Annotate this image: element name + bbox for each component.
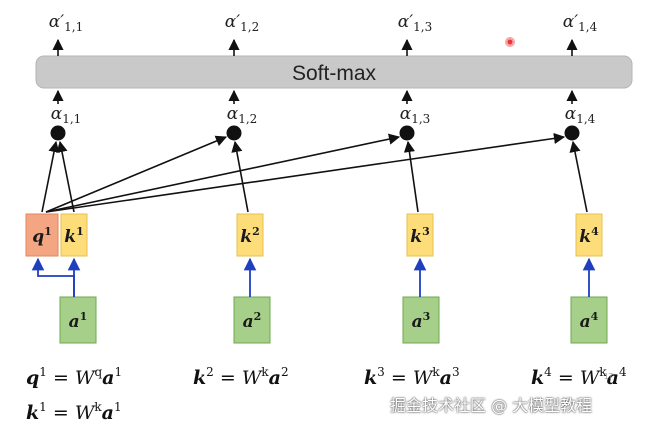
input-box-label-4: a4: [580, 310, 599, 332]
page-number: 17: [604, 372, 613, 381]
equation-k3: k3 = Wka3: [364, 365, 460, 389]
k4-to-alpha14-line: [569, 140, 588, 213]
dot-product-node-4: [564, 125, 580, 141]
key-box-k3: [406, 213, 434, 257]
key-box-k1: [60, 213, 88, 257]
input-box-a4: [570, 296, 608, 344]
key-box-label-3: k3: [410, 225, 429, 247]
query-box-q1: [25, 213, 59, 257]
alpha-label-3: α1,3: [400, 104, 431, 126]
key-box-k4: [575, 213, 603, 257]
input-box-a3: [402, 296, 440, 344]
alpha-prime-label-1: α′1,1: [49, 12, 83, 34]
softmax-bar: [35, 55, 633, 89]
input-box-label-1: a1: [69, 310, 88, 332]
alpha-label-4: α1,4: [565, 104, 596, 126]
alpha-label-2: α1,2: [227, 104, 258, 126]
k1-to-alpha11-line: [56, 140, 75, 213]
q1-to-alpha12-line: [45, 135, 228, 213]
input-box-label-3: a3: [412, 310, 431, 332]
alpha-prime-label-3: α′1,3: [398, 12, 432, 34]
a1-to-q1-arrow: [31, 257, 75, 297]
alpha-prime-label-2: α′1,2: [225, 12, 259, 34]
watermark: 掘金技术社区 @ 大模型教程: [390, 396, 593, 415]
k3-to-alpha13-line: [403, 140, 419, 213]
query-box-label: q1: [32, 225, 52, 247]
key-box-k2: [236, 213, 264, 257]
dot-product-node-3: [399, 125, 415, 141]
q1-to-alpha13-line: [45, 133, 401, 213]
key-box-label-1: k1: [64, 225, 83, 247]
key-box-label-4: k4: [579, 225, 599, 247]
q1-to-alpha14-line: [45, 132, 566, 213]
equation-k4: k4 = Wka4: [531, 365, 627, 389]
alpha-prime-label-4: α′1,4: [563, 12, 598, 34]
softmax-label: Soft-max: [292, 62, 377, 85]
key-box-label-2: k2: [240, 225, 259, 247]
dot-product-node-2: [226, 125, 242, 141]
equation-k1: k1 = Wka1: [26, 400, 122, 424]
alpha-label-1: α1,1: [51, 104, 82, 126]
q1-to-alpha11-line: [41, 140, 60, 213]
input-box-a2: [233, 296, 271, 344]
input-box-label-2: a2: [243, 310, 262, 332]
equation-k2: k2 = Wka2: [193, 365, 289, 389]
equation-q1: q1 = Wqa1: [26, 365, 123, 389]
dot-product-node-1: [50, 125, 66, 141]
input-box-a1: [59, 296, 97, 344]
laser-pointer-core: [507, 39, 513, 45]
k2-to-alpha12-line: [231, 140, 249, 213]
